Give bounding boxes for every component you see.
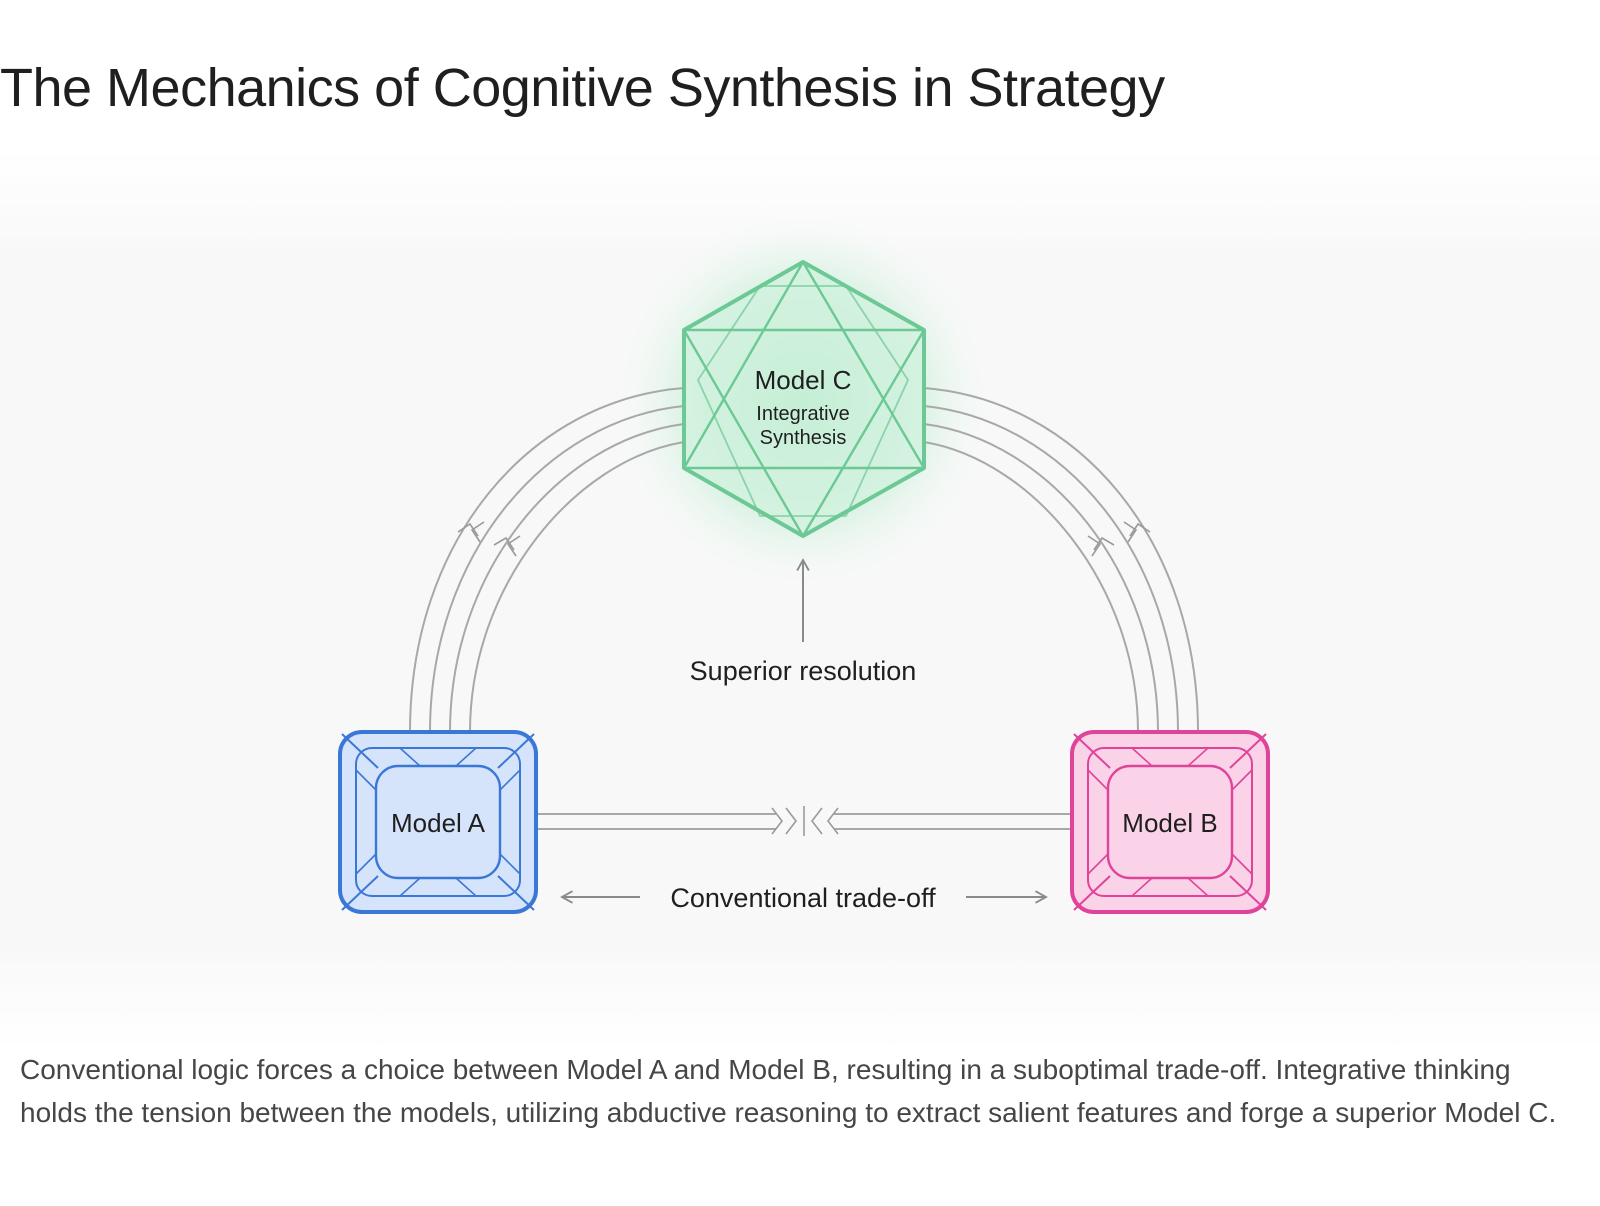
horizontal-chevrons — [771, 806, 839, 836]
left-arc-chevrons — [457, 521, 521, 557]
model-c-label: Model C — [755, 365, 852, 395]
page-title: The Mechanics of Cognitive Synthesis in … — [0, 58, 1165, 118]
conventional-tradeoff-label: Conventional trade-off — [670, 883, 936, 913]
model-c-sublabel-line2: Synthesis — [760, 427, 847, 449]
model-a-label: Model A — [391, 808, 486, 838]
model-c-sublabel-line1: Integrative — [756, 403, 849, 425]
left-arc-connectors — [409, 387, 685, 733]
model-b-label: Model B — [1122, 808, 1217, 838]
right-arc-chevrons — [1087, 521, 1151, 557]
right-arc-connectors — [923, 387, 1199, 733]
horizontal-connector — [537, 813, 1072, 830]
model-c-gem — [682, 260, 926, 538]
superior-resolution-label: Superior resolution — [690, 656, 917, 686]
model-a-gem — [338, 730, 538, 914]
synthesis-diagram: Model C Integrative Synthesis Superior r… — [0, 150, 1600, 1050]
model-b-gem — [1070, 730, 1270, 914]
figure-caption: Conventional logic forces a choice betwe… — [20, 1054, 1557, 1128]
